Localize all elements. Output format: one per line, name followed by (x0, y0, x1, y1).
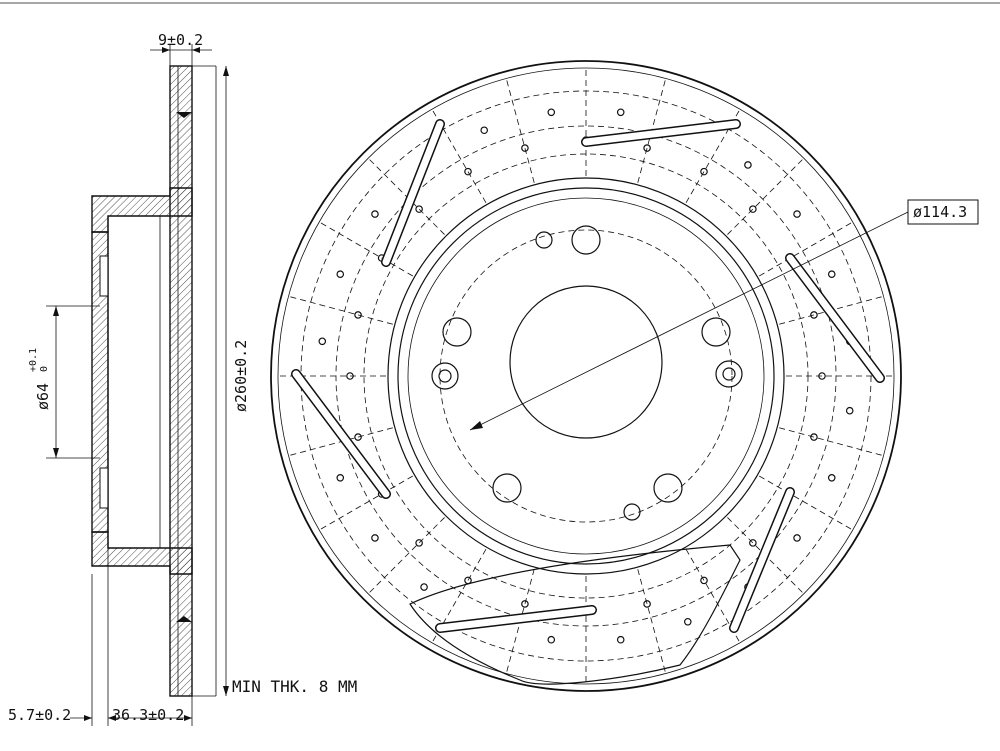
drill-hole (845, 406, 854, 415)
slot-inner (730, 488, 794, 632)
center-bore-tol-upper: +0.1 (28, 348, 39, 372)
bolt-circle-label: ø114.3 (913, 203, 967, 221)
vane-line (319, 475, 413, 531)
drill-hole (336, 270, 345, 279)
vane-line (288, 295, 393, 325)
drill-hole (415, 205, 423, 213)
vane-line (505, 78, 535, 183)
lug-hole (492, 473, 522, 503)
drill-hole (318, 337, 327, 346)
drill-hole (420, 583, 428, 591)
drill-hole (793, 534, 801, 542)
drill-hole (616, 108, 625, 117)
drill-hole (827, 473, 836, 482)
lug-hole (442, 317, 472, 347)
drill-hole (818, 372, 826, 380)
rotor-outer-edge (270, 60, 902, 692)
drill-hole (643, 600, 651, 608)
vane-line (637, 569, 667, 674)
offset-width-label: 5.7±0.2 (8, 706, 71, 724)
slot-inner (582, 120, 740, 146)
friction-ring-section (169, 65, 193, 697)
drill-hole (547, 108, 556, 117)
overall-height-label: 36.3±0.2 (112, 706, 184, 724)
center-bore-tol-lower: 0 (39, 366, 50, 372)
hat-outer-edge (387, 177, 785, 575)
drill-hole (354, 311, 362, 319)
center-bore-label: ø64 (34, 383, 52, 410)
drill-hole (749, 205, 757, 213)
vane-line (779, 427, 884, 457)
lug-hole (653, 473, 683, 503)
drill-hole (415, 539, 423, 547)
drill-hole (371, 534, 379, 542)
drill-hole (700, 167, 708, 176)
vane-line (759, 475, 853, 531)
vane-line (319, 221, 413, 277)
drill-hole (521, 600, 529, 608)
drill-hole (810, 433, 818, 441)
section-view: 9±0.2 ø64 +0.1 0 ø260±0.2 5.7±0.2 36.3±0… (8, 31, 250, 726)
drill-hole (521, 144, 529, 152)
drill-hole (480, 126, 489, 135)
vane-line (727, 157, 805, 235)
drill-hole (827, 270, 836, 279)
drill-hole (744, 161, 752, 169)
bolt-circle-label-box (907, 199, 979, 225)
drill-hole (749, 539, 757, 547)
drill-hole (810, 311, 818, 319)
slot-inner (436, 606, 596, 632)
vane-line (367, 517, 445, 595)
center-bore (509, 285, 663, 439)
drill-hole (616, 635, 625, 644)
drill-hole (793, 210, 801, 218)
slot-inner (382, 120, 444, 266)
outer-diameter-label: ø260±0.2 (232, 340, 250, 412)
slot-inner (786, 254, 884, 382)
drill-hole (464, 167, 472, 176)
drill-hole (700, 576, 708, 585)
vane-line (759, 221, 853, 277)
bolt-circle (439, 229, 733, 523)
front-view: ø114.3 (270, 60, 979, 692)
drill-hole (371, 210, 379, 218)
drill-hole (346, 372, 354, 380)
drill-hole (683, 617, 692, 626)
drill-hole (547, 635, 556, 644)
lug-hole (571, 225, 601, 255)
min-thickness-label: MIN THK. 8 MM (232, 677, 357, 696)
slot-inner (292, 370, 390, 498)
lug-hole (701, 317, 731, 347)
hat-thickness-label: 9±0.2 (158, 31, 203, 49)
drill-hole (336, 473, 345, 482)
drill-hole (643, 144, 651, 152)
drill-hole (354, 433, 362, 441)
